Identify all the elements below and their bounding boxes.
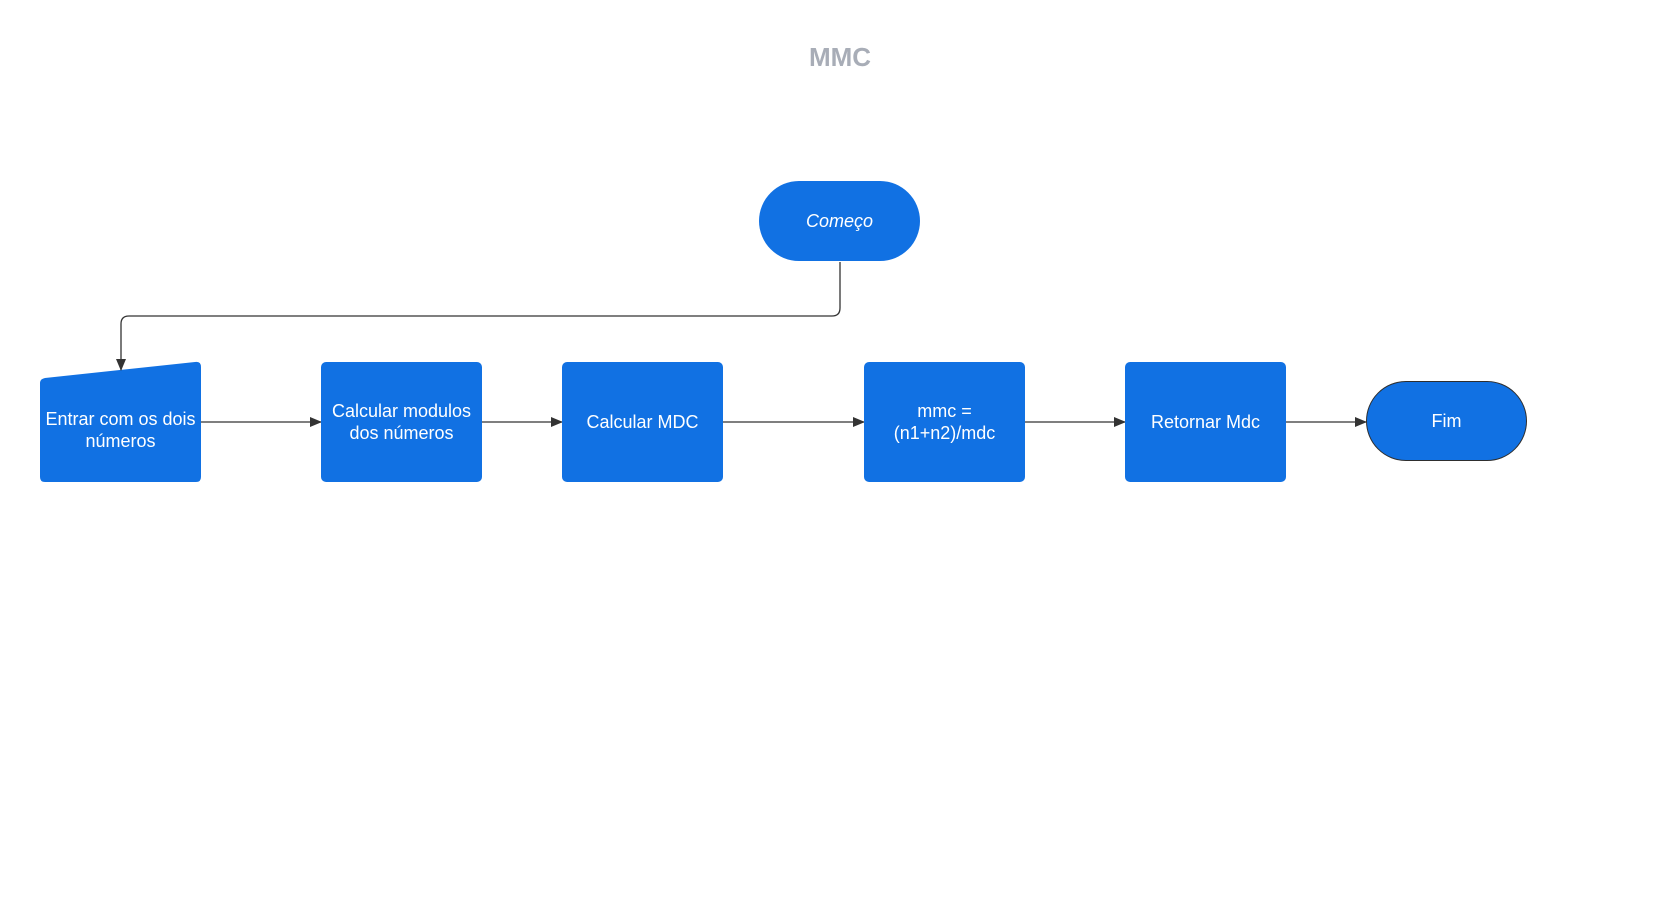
node-calcular-mdc[interactable]: Calcular MDC <box>562 362 723 482</box>
node-calcular-mdc-label: Calcular MDC <box>586 412 699 432</box>
node-calcular-modulos-label: Calcular modulos dos números <box>331 401 472 443</box>
node-retornar-mdc-label: Retornar Mdc <box>1150 412 1261 432</box>
node-mmc-formula-label: mmc = (n1+n2)/mdc <box>893 401 996 443</box>
node-input-label: Entrar com os dois números <box>45 409 196 451</box>
node-end-label: Fim <box>1431 411 1462 431</box>
node-input[interactable]: Entrar com os dois números <box>40 362 201 482</box>
node-start[interactable]: Começo <box>759 181 920 261</box>
node-end[interactable]: Fim <box>1366 381 1527 461</box>
node-calcular-modulos[interactable]: Calcular modulos dos números <box>321 362 482 482</box>
diagram-title: MMC <box>808 42 872 72</box>
node-mmc-formula[interactable]: mmc = (n1+n2)/mdc <box>864 362 1025 482</box>
node-start-label: Começo <box>805 211 874 231</box>
node-input-shape[interactable] <box>40 361 201 482</box>
edge-start-to-input <box>116 262 841 371</box>
node-retornar-mdc[interactable]: Retornar Mdc <box>1125 362 1286 482</box>
